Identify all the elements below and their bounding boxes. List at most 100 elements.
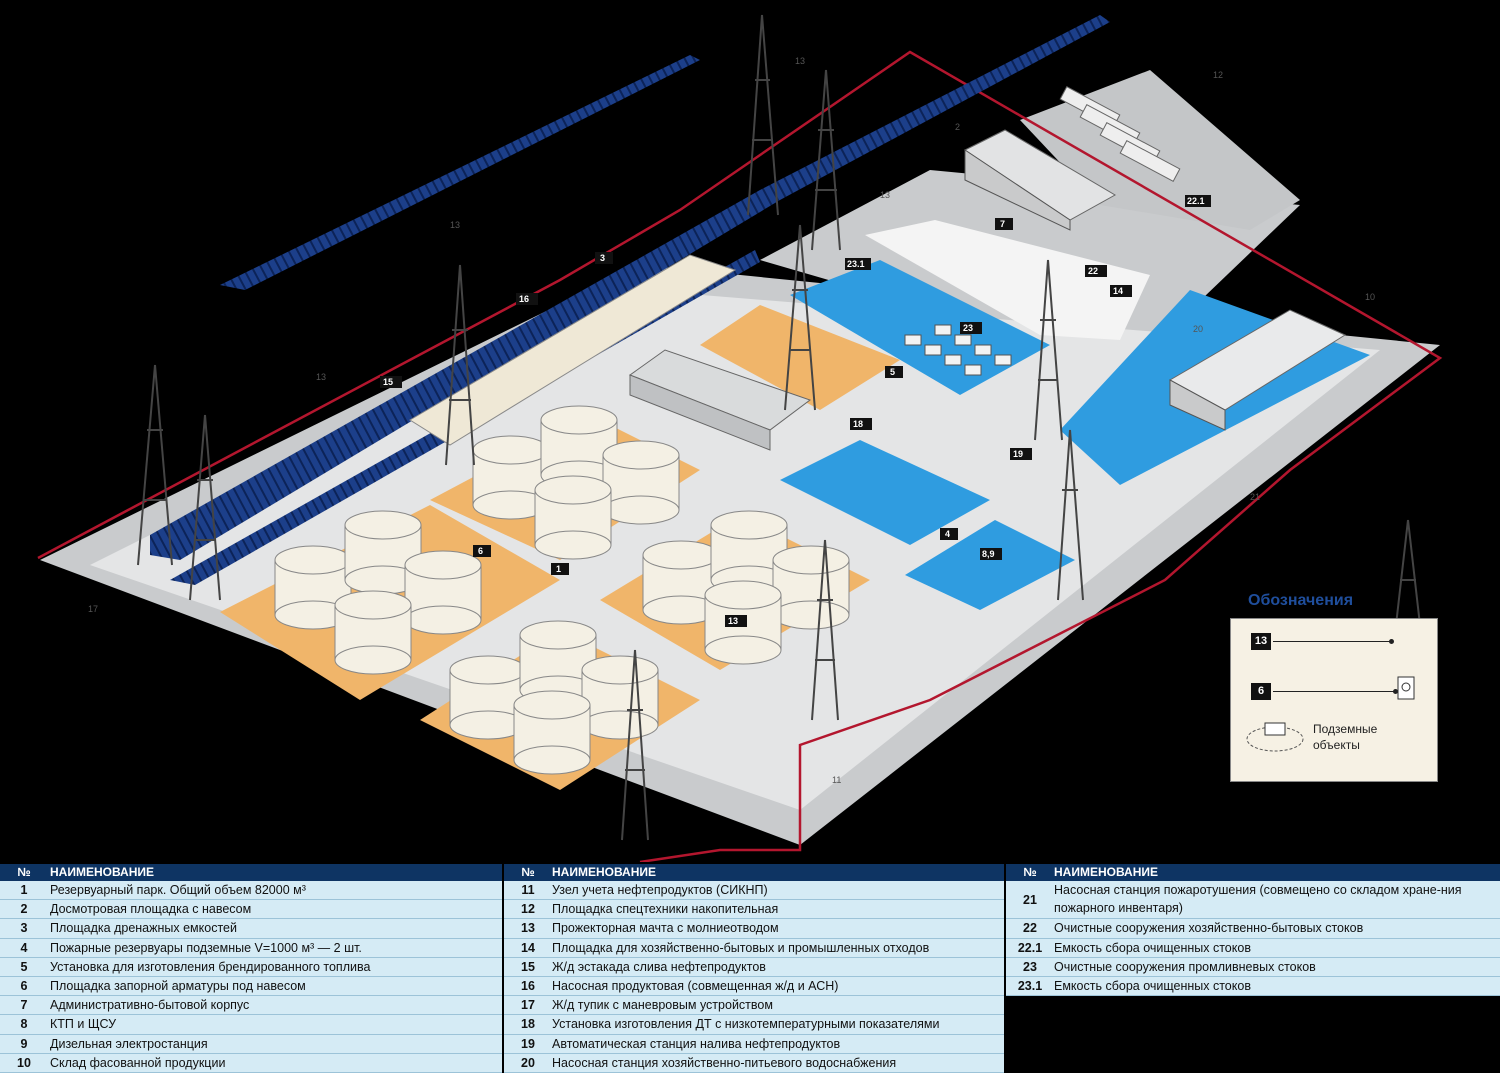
svg-text:13: 13 [795,56,805,66]
row-name: Дизельная электростанция [50,1036,208,1051]
tag-22: 22 [1088,266,1098,276]
row-number: 3 [20,921,28,936]
header-name: НАИМЕНОВАНИЕ [50,865,154,879]
row-number: 23 [1023,959,1037,974]
tag-16: 16 [519,294,529,304]
row-name: Насосная продуктовая (совмещенная ж/д и … [552,978,839,993]
tag-14: 14 [1113,286,1123,296]
row-name: Емкость сбора очищенных стоков [1054,940,1251,955]
row-number: 18 [521,1017,535,1032]
row-number: 20 [521,1055,535,1070]
svg-text:2: 2 [955,122,960,132]
table-row: 19 Автоматическая станция налива нефтепро… [504,1034,1004,1054]
pad-5 [700,305,900,410]
row-number: 7 [20,998,28,1013]
row-number: 17 [521,998,535,1013]
svg-text:20: 20 [1193,324,1203,334]
table-row: 16 Насосная продуктовая (совмещенная ж/д … [504,976,1004,997]
row-number: 9 [20,1036,28,1051]
table-row: 7 Административно-бытовой корпус [0,996,502,1016]
railway-track-upper [220,55,700,290]
row-number: 5 [20,959,28,974]
svg-text:21: 21 [1250,492,1260,502]
tag-5: 5 [890,367,895,377]
row-number: 14 [521,940,535,955]
row-name: Административно-бытовой корпус [50,998,250,1013]
legend-box: 13 6 Подземные объекты [1230,618,1438,782]
row-number: 12 [521,902,535,917]
facility-isometric-map: 3 5 16 15 7 22 14 23.1 23 18 19 4 8,9 22… [37,14,1443,862]
svg-text:13: 13 [880,190,890,200]
row-name: Автоматическая станция налива нефтепроду… [552,1036,841,1051]
legend-tag-13: 13 [1251,633,1271,650]
row-name: Ж/д эстакада слива нефтепродуктов [552,959,766,974]
row-number: 6 [20,978,28,993]
tag-7: 7 [1000,219,1005,229]
table-row: 17 Ж/д тупик с маневровым устройством [504,996,1004,1016]
tag-19: 19 [1013,449,1023,459]
row-name: Склад фасованной продукции [50,1055,226,1070]
table-header: № НАИМЕНОВАНИЕ [0,864,502,881]
table-row: 3 Площадка дренажных емкостей [0,919,502,939]
site-tags: 3 5 16 15 7 22 14 23.1 23 18 19 4 8,9 22… [380,195,1211,627]
row-name: Досмотровая площадка с навесом [50,902,252,917]
table-row: 9 Дизельная электростанция [0,1034,502,1054]
pad-18-19 [780,440,990,545]
svg-text:12: 12 [1213,70,1223,80]
row-number: 19 [521,1036,535,1051]
row-name: Ж/д тупик с маневровым устройством [552,998,773,1013]
row-name: Резервуарный парк. Общий объем 82000 м³ [50,883,306,897]
row-number: 4 [20,940,28,955]
row-name: Очистные сооружения хозяйственно-бытовых… [1054,921,1364,936]
table-row: 20 Насосная станция хозяйственно-питьевог… [504,1053,1004,1073]
row-number: 21 [1023,893,1037,907]
table-row: 5 Установка для изготовления брендированн… [0,957,502,977]
header-name: НАИМЕНОВАНИЕ [552,865,656,879]
tag-3: 3 [600,253,605,263]
row-number: 23.1 [1017,978,1043,993]
admin-building-wall [964,149,1071,231]
row-name: Насосная станция хозяйственно-питьевого … [552,1055,897,1070]
row-number: 22.1 [1017,940,1043,955]
svg-text:13: 13 [316,372,326,382]
tag-22-1: 22.1 [1187,196,1205,206]
row-number: 2 [20,902,28,917]
row-name: Площадка для хозяйственно-бытовых и пром… [552,940,930,955]
row-name: Площадка спецтехники накопительная [552,902,779,917]
table-row: 23 Очистные сооружения промливневых стоко… [1006,957,1500,977]
table-row: 14 Площадка для хозяйственно-бытовых и пр… [504,938,1004,958]
header-no: № [17,865,31,879]
row-number: 16 [521,978,535,993]
row-name: Емкость сбора очищенных стоков [1054,978,1251,993]
pad-8-9 [905,520,1075,610]
tag-1: 1 [556,564,561,574]
treatment-tanks-23 [904,324,1012,376]
row-name: Очистные сооружения промливневых стоков [1054,959,1316,974]
svg-text:13: 13 [450,220,460,230]
tag-4: 4 [945,529,950,539]
tank-farm [274,405,850,775]
row-name: Узел учета нефтепродуктов (СИКНП) [552,883,768,897]
row-name: Пожарные резервуары подземные V=1000 м³ … [50,940,362,955]
row-number: 8 [20,1017,28,1032]
valve-shed-icon [1397,676,1415,700]
legend-tag-6: 6 [1251,683,1271,700]
building-21-wall [1169,379,1226,431]
row-name: Насосная станция пожаротушения (совмещен… [1054,883,1462,915]
tag-13: 13 [728,616,738,626]
railway-track-main [150,15,1110,560]
table-row: 12 Площадка спецтехники накопительная [504,900,1004,920]
row-number: 13 [521,921,535,936]
row-name: Установка для изготовления брендированно… [50,959,371,974]
tag-23: 23 [963,323,973,333]
row-name: Площадка дренажных емкостей [50,921,237,936]
